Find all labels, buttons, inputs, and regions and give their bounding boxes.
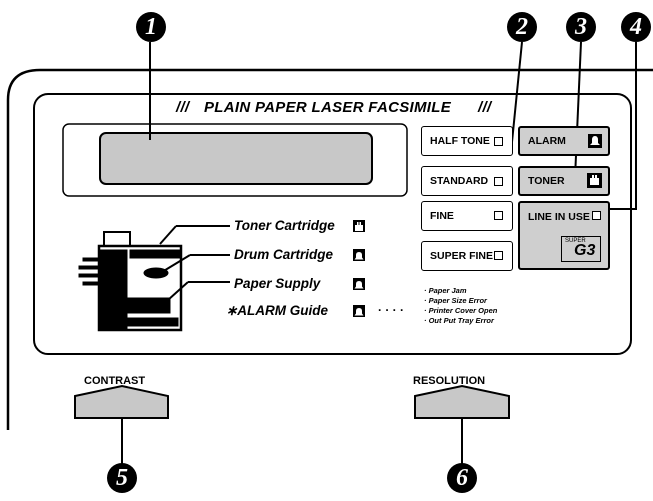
alarm-label: ALARM — [528, 135, 566, 147]
standard-label: STANDARD — [430, 175, 489, 187]
resolution-key[interactable] — [415, 386, 509, 418]
alarm-guide-bell-icon — [353, 305, 365, 317]
panel-title-left-slashes: /// — [176, 99, 190, 116]
callout-6: 6 — [447, 463, 477, 493]
half-tone-label: HALF TONE — [430, 135, 490, 147]
toner-cartridge-icon — [587, 173, 602, 188]
legend-alarm-guide: ∗ALARM Guide — [226, 303, 329, 318]
alarm-bell-icon — [588, 134, 602, 148]
callout-1: 1 — [136, 12, 166, 42]
half-tone-led — [494, 137, 503, 146]
lcd-display — [99, 132, 373, 185]
legend-paper-supply: Paper Supply — [234, 276, 321, 291]
fine-label: FINE — [430, 210, 454, 222]
half-tone-button[interactable]: HALF TONE — [421, 126, 513, 156]
line-in-use-label: LINE IN USE — [528, 211, 590, 223]
control-panel — [33, 93, 632, 355]
fine-led — [494, 211, 503, 220]
error-paper-size: · Paper Size Error — [424, 296, 487, 305]
standard-led — [494, 177, 503, 186]
resolution-key-shape — [414, 384, 510, 419]
super-g3-logo: SUPER G3 — [561, 236, 601, 262]
error-printer-cover-open: · Printer Cover Open — [424, 306, 498, 315]
super-fine-led — [494, 251, 503, 260]
drum-cartridge-bell-icon — [353, 249, 365, 261]
contrast-key[interactable] — [75, 386, 168, 418]
resolution-label: RESOLUTION — [413, 375, 486, 387]
printer-illustration — [78, 231, 183, 332]
machine-outline — [6, 68, 653, 430]
callout-2: 2 — [507, 12, 537, 42]
contrast-label: CONTRAST — [84, 375, 146, 387]
super-fine-label: SUPER FINE — [430, 250, 494, 262]
toner-label: TONER — [528, 175, 565, 187]
alarm-guide-dots: · · · · — [378, 303, 404, 317]
super-g3-logo-main: G3 — [574, 242, 596, 259]
legend-toner-cartridge: Toner Cartridge — [234, 218, 335, 233]
error-output-tray: · Out Put Tray Error — [424, 316, 494, 325]
legend-drum-cartridge: Drum Cartridge — [234, 247, 334, 262]
paper-supply-bell-icon — [353, 278, 365, 290]
callout-3: 3 — [566, 12, 596, 42]
callout-5: 5 — [107, 463, 137, 493]
error-paper-jam: · Paper Jam — [424, 286, 467, 295]
panel-title-right-slashes: /// — [478, 99, 492, 116]
line-in-use-led — [592, 211, 601, 220]
contrast-key-shape — [74, 384, 169, 419]
panel-title: PLAIN PAPER LASER FACSIMILE — [204, 99, 452, 116]
toner-cartridge-legend-icon — [353, 220, 365, 232]
super-g3-logo-top: SUPER — [565, 238, 586, 244]
callout-4: 4 — [621, 12, 651, 42]
